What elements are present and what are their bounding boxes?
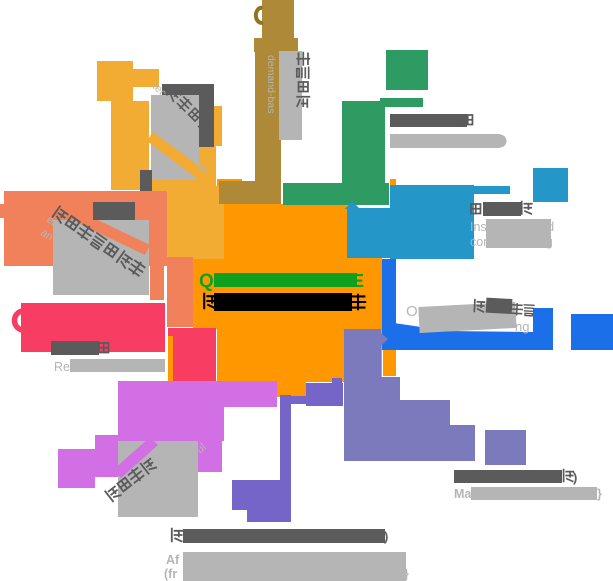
svg-text:ng: ng: [515, 319, 529, 334]
svg-text:O: O: [406, 303, 418, 320]
svg-text:E: E: [352, 271, 364, 291]
svg-text:Af: Af: [166, 553, 180, 567]
svg-text:(fr: (fr: [164, 567, 177, 581]
svg-text:}: }: [404, 567, 409, 581]
svg-text:): ): [573, 470, 577, 485]
svg-text:Ma: Ma: [454, 487, 472, 501]
svg-text:Q: Q: [199, 271, 214, 292]
svg-text:an: an: [38, 227, 55, 244]
svg-text:}: }: [597, 487, 602, 501]
svg-text:): ): [384, 529, 388, 544]
svg-text:demand-bas: demand-bas: [265, 55, 277, 113]
svg-text:Re: Re: [54, 360, 70, 374]
